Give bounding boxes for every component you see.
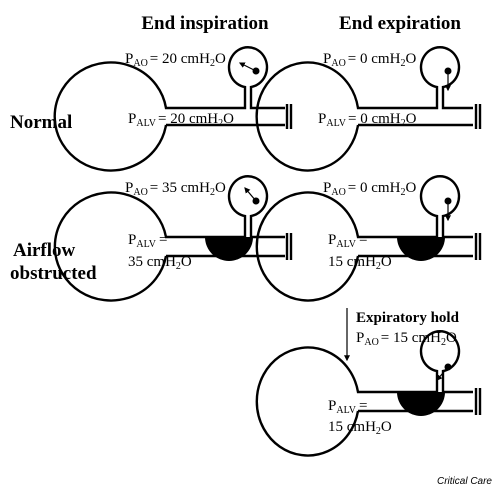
alveolus-outline: [255, 46, 473, 172]
palv-label: PALV=: [128, 232, 167, 250]
expiratory-hold-annotation: Expiratory hold PAO= 15 cmH2O: [344, 308, 460, 362]
header-end-inspiration: End inspiration: [141, 13, 269, 34]
expiratory-hold-label: Expiratory hold: [356, 310, 460, 326]
panel-normal-expiration: PAO= 0 cmH2O PALV= 0 cmH2O: [255, 46, 482, 172]
palv-label: PALV=: [328, 232, 367, 250]
pao-label: PAO= 15 cmH2O: [356, 330, 457, 348]
panel-normal-inspiration: PAO= 20 cmH2O PALV= 20 cmH2O: [53, 46, 293, 172]
pao-label: PAO= 35 cmH2O: [125, 180, 226, 198]
palv-value: 15 cmH2O: [328, 419, 392, 437]
panel-expiratory-hold: PALV= 15 cmH2O: [255, 330, 482, 457]
pao-label: PAO= 0 cmH2O: [323, 180, 416, 198]
airway-obstruction: [397, 237, 445, 261]
palv-label: PALV= 20 cmH2O: [128, 111, 234, 129]
palv-label: PALV= 0 cmH2O: [318, 111, 417, 129]
airway-obstruction: [205, 237, 253, 261]
gauge-needle-icon: [238, 62, 257, 72]
pao-label: PAO= 0 cmH2O: [323, 51, 416, 69]
header-end-expiration: End expiration: [339, 13, 461, 34]
source-credit: Critical Care: [437, 476, 492, 487]
palv-value: 35 cmH2O: [128, 254, 192, 272]
gauge-needle-icon: [436, 366, 449, 381]
gauge-needle-icon: [244, 187, 257, 202]
panel-obstructed-inspiration: PAO= 35 cmH2O PALV= 35 cmH2O: [53, 175, 293, 302]
airway-obstruction: [397, 392, 445, 416]
row-label-normal: Normal: [10, 112, 72, 133]
row-label-obstructed: obstructed: [10, 263, 97, 284]
row-label-airflow: Airflow: [13, 240, 76, 261]
palv-value: 15 cmH2O: [328, 254, 392, 272]
alveolus-outline: [53, 46, 285, 172]
panel-obstructed-expiration: PAO= 0 cmH2O PALV= 15 cmH2O: [255, 175, 482, 302]
pao-label: PAO= 20 cmH2O: [125, 51, 226, 69]
palv-label: PALV=: [328, 398, 367, 416]
